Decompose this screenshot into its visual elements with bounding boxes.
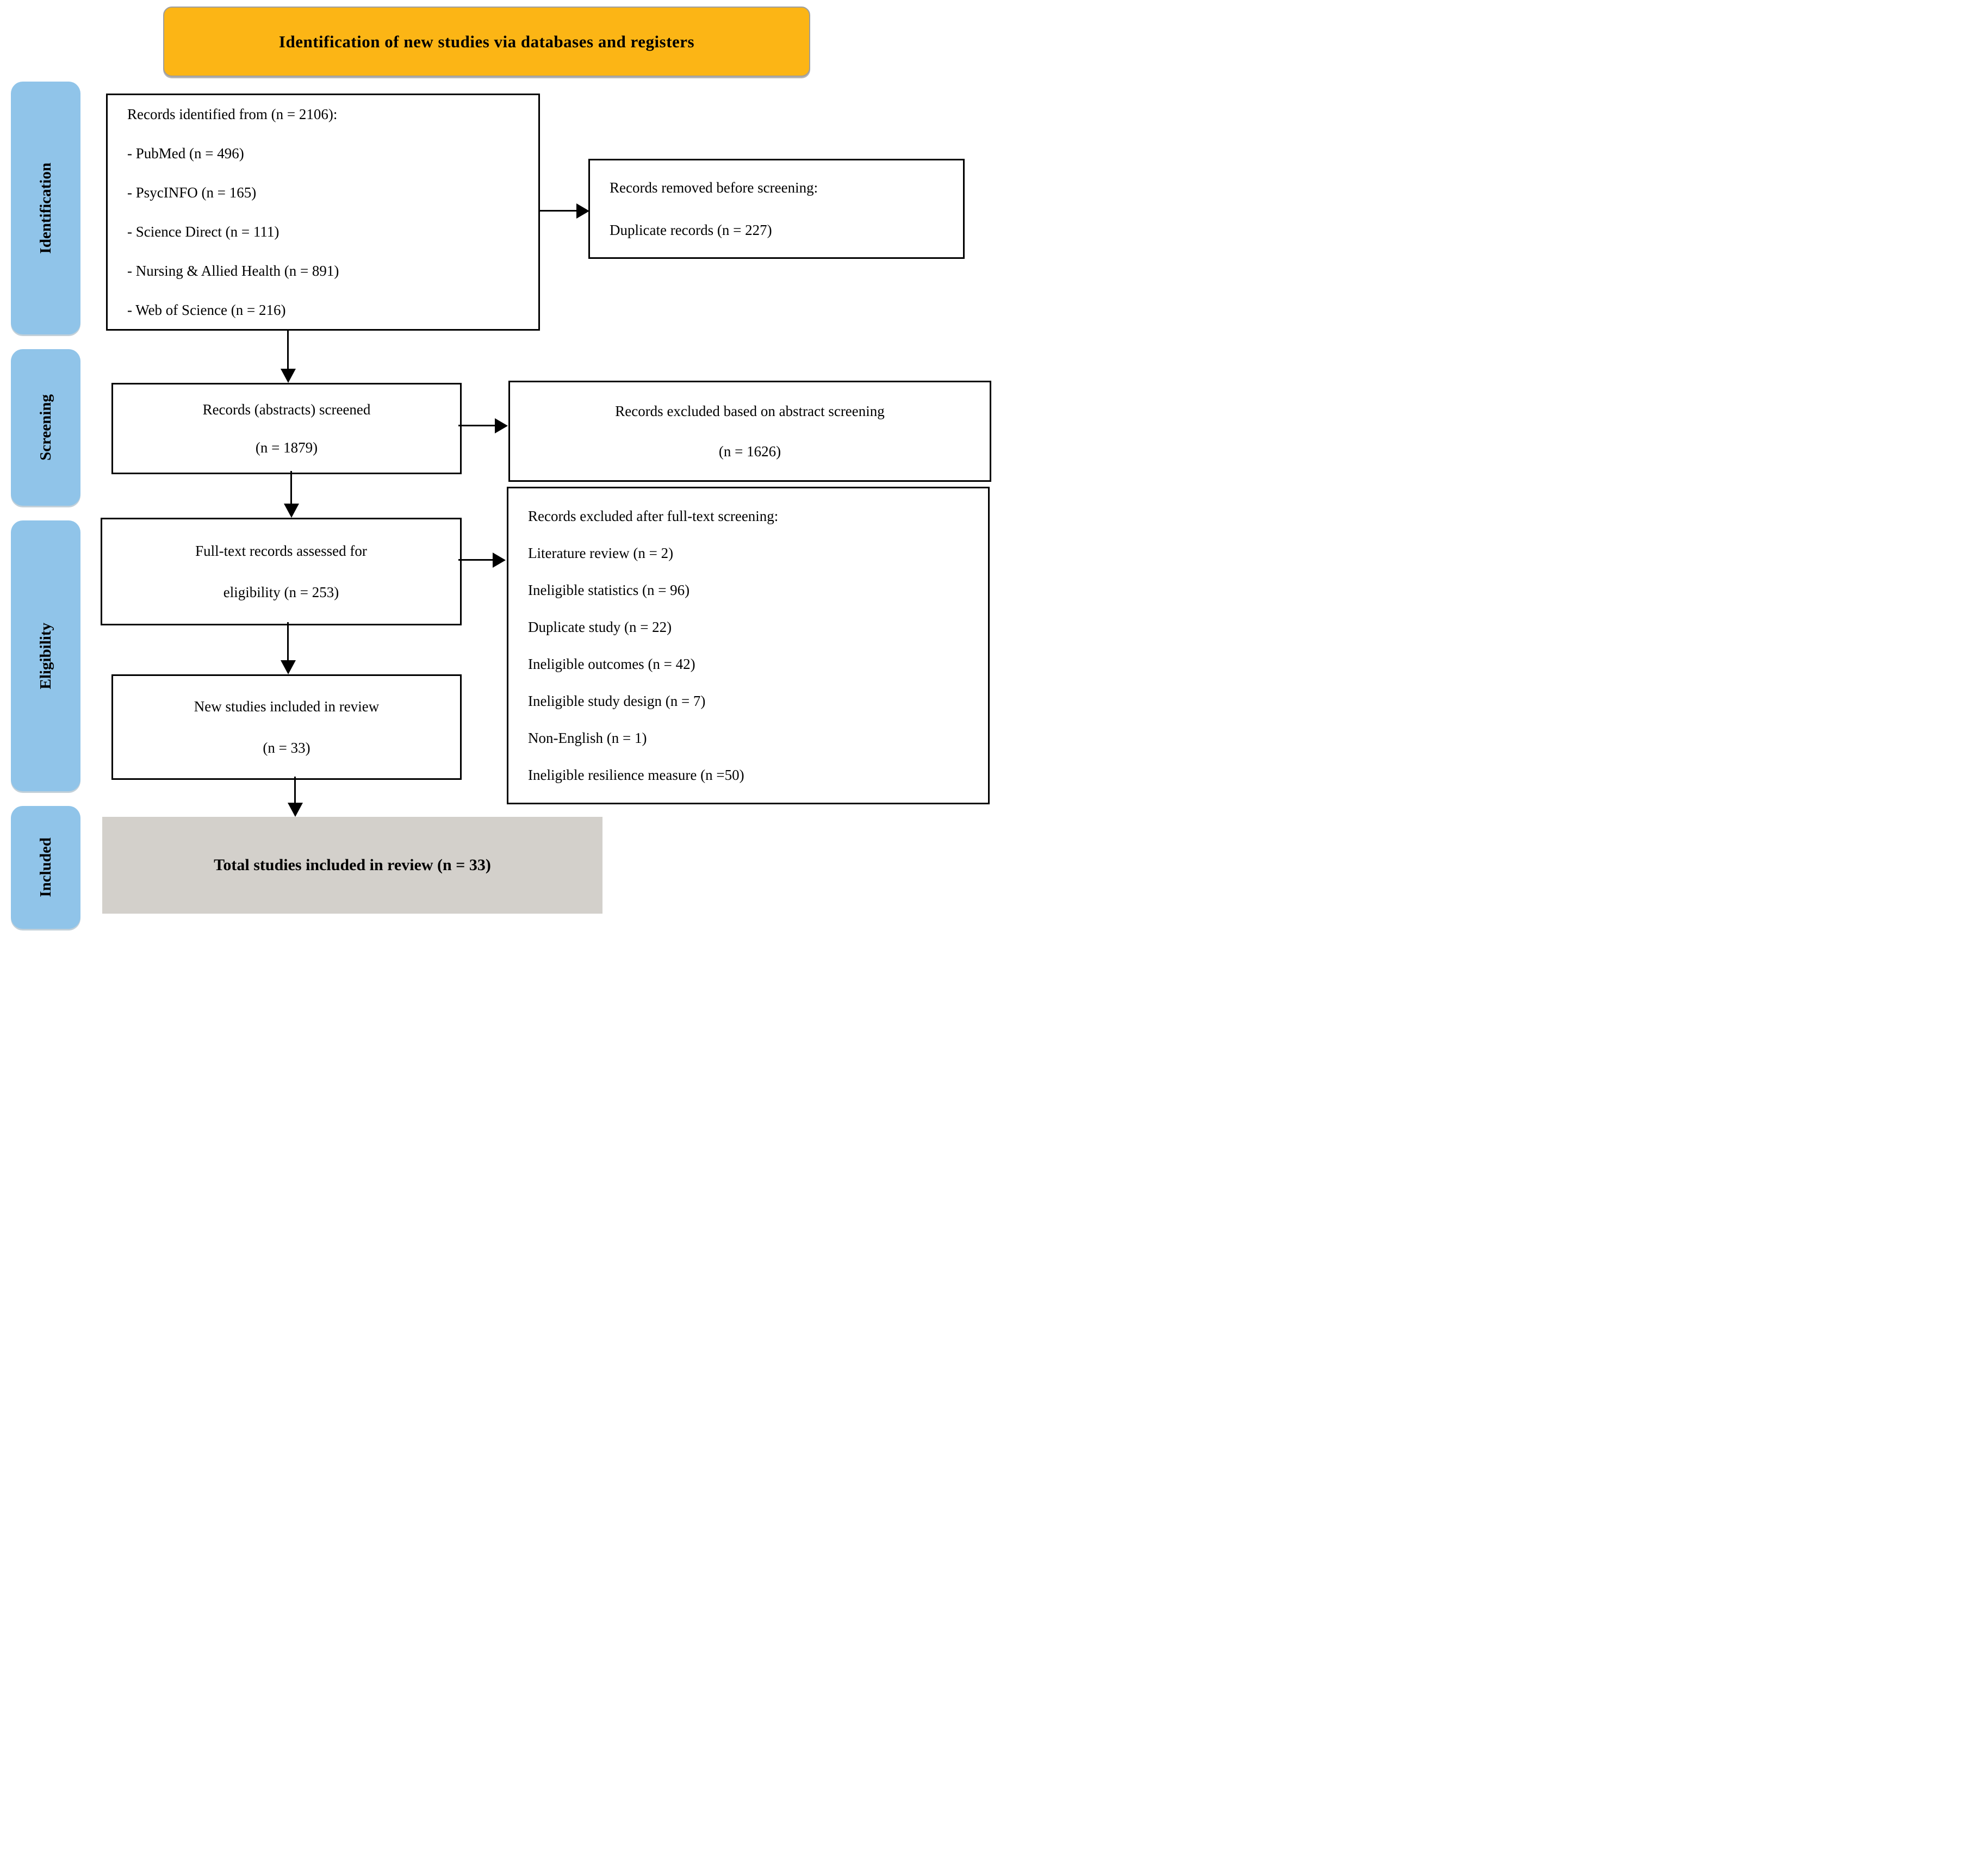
stage-screening: Screening xyxy=(11,349,80,506)
arrow-identified-to-screened-shaft xyxy=(287,330,289,370)
records-removed-header: Records removed before screening: xyxy=(610,179,818,196)
stage-eligibility-label: Eligibility xyxy=(36,622,54,690)
excluded-ineligible-statistics: Ineligible statistics (n = 96) xyxy=(528,582,690,598)
fulltext-assessed-count: eligibility (n = 253) xyxy=(223,584,339,600)
abstracts-screened-text: Records (abstracts) screened xyxy=(202,401,371,418)
title-banner: Identification of new studies via databa… xyxy=(163,7,810,77)
arrow-identified-to-removed-head xyxy=(576,203,589,219)
arrow-screened-to-excluded-head xyxy=(495,418,508,433)
arrow-screened-to-excluded-shaft xyxy=(458,425,496,426)
box-new-studies-included: New studies included in review (n = 33) xyxy=(111,674,462,780)
abstracts-screened-count: (n = 1879) xyxy=(255,439,318,456)
excluded-abstract-text: Records excluded based on abstract scree… xyxy=(615,403,885,419)
new-studies-text: New studies included in review xyxy=(194,698,380,715)
box-records-identified: Records identified from (n = 2106): - Pu… xyxy=(106,94,540,331)
arrow-fulltext-to-excluded-head xyxy=(493,553,506,568)
excluded-abstract-count: (n = 1626) xyxy=(718,443,781,460)
duplicate-records-count: Duplicate records (n = 227) xyxy=(610,222,772,238)
arrow-new-to-total-head xyxy=(288,803,303,817)
excluded-ineligible-resilience-measure: Ineligible resilience measure (n =50) xyxy=(528,767,744,783)
new-studies-count: (n = 33) xyxy=(263,740,310,756)
prisma-flow-diagram: Identification of new studies via databa… xyxy=(0,0,994,930)
source-science-direct: - Science Direct (n = 111) xyxy=(127,224,279,240)
source-psycinfo: - PsycINFO (n = 165) xyxy=(127,184,257,201)
box-abstracts-screened: Records (abstracts) screened (n = 1879) xyxy=(111,383,462,474)
arrow-fulltext-to-new-shaft xyxy=(287,622,289,661)
stage-included: Included xyxy=(11,806,80,929)
arrow-fulltext-to-new-head xyxy=(281,660,296,674)
arrow-fulltext-to-excluded-shaft xyxy=(458,559,494,561)
excluded-ineligible-study-design: Ineligible study design (n = 7) xyxy=(528,693,706,709)
records-identified-header: Records identified from (n = 2106): xyxy=(127,106,338,122)
excluded-literature-review: Literature review (n = 2) xyxy=(528,545,674,561)
stage-identification: Identification xyxy=(11,82,80,334)
arrow-identified-to-screened-head xyxy=(281,369,296,383)
stage-identification-label: Identification xyxy=(36,162,54,254)
stage-eligibility: Eligibility xyxy=(11,520,80,791)
arrow-screened-to-fulltext-head xyxy=(284,504,299,518)
source-pubmed: - PubMed (n = 496) xyxy=(127,145,244,162)
diagram-title: Identification of new studies via databa… xyxy=(278,32,695,51)
box-excluded-abstract: Records excluded based on abstract scree… xyxy=(508,381,991,482)
excluded-non-english: Non-English (n = 1) xyxy=(528,730,647,746)
arrow-screened-to-fulltext-shaft xyxy=(290,471,292,505)
excluded-duplicate-study: Duplicate study (n = 22) xyxy=(528,619,672,635)
excluded-ineligible-outcomes: Ineligible outcomes (n = 42) xyxy=(528,656,695,672)
arrow-new-to-total-shaft xyxy=(294,777,296,804)
source-web-of-science: - Web of Science (n = 216) xyxy=(127,302,286,318)
total-included-text: Total studies included in review (n = 33… xyxy=(214,856,491,874)
stage-screening-label: Screening xyxy=(36,394,54,461)
stage-included-label: Included xyxy=(36,838,54,897)
excluded-fulltext-header: Records excluded after full-text screeni… xyxy=(528,508,779,524)
box-fulltext-assessed: Full-text records assessed for eligibili… xyxy=(101,518,462,625)
arrow-identified-to-removed-shaft xyxy=(540,210,578,212)
box-records-removed: Records removed before screening: Duplic… xyxy=(588,159,965,259)
box-total-included: Total studies included in review (n = 33… xyxy=(102,817,602,914)
fulltext-assessed-text: Full-text records assessed for xyxy=(195,543,367,559)
source-nursing-allied-health: - Nursing & Allied Health (n = 891) xyxy=(127,263,339,279)
box-excluded-fulltext: Records excluded after full-text screeni… xyxy=(507,487,990,804)
